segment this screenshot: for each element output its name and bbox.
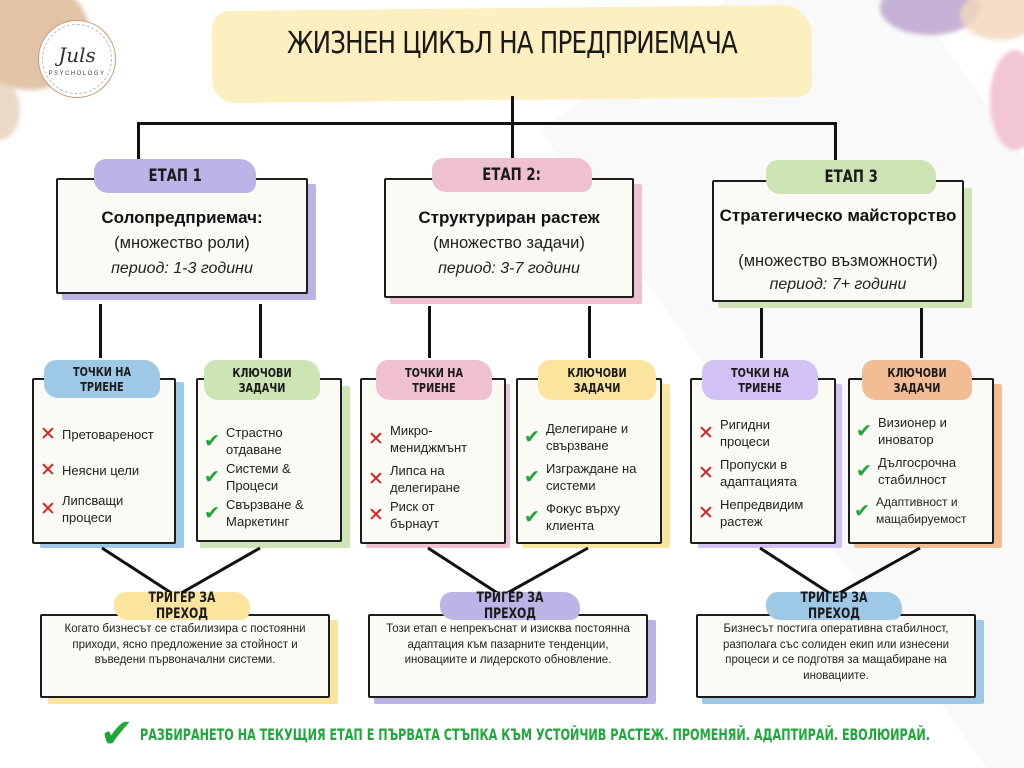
page-title: ЖИЗНЕН ЦИКЪЛ НА ПРЕДПРИЕМАЧА	[286, 26, 738, 61]
s3-task-item: ✔Визионер и иноватор	[854, 414, 964, 448]
s3-friction-item: ✕Пропуски в адаптацията	[696, 456, 826, 490]
s2-friction-item: ✕Риск от бърнаут	[366, 498, 466, 532]
stage-2-name: Структуриран растеж	[418, 208, 600, 227]
stage-1-card: Солопредприемач: (множество роли) период…	[56, 178, 308, 294]
stage-1-name: Солопредприемач:	[101, 208, 263, 227]
stage-1-subtitle: (множество роли)	[114, 234, 250, 252]
trigger-1-card: Когато бизнесът се стабилизира с постоян…	[40, 614, 330, 698]
s1-tasks-tab: КЛЮЧОВИ ЗАДАЧИ	[204, 360, 320, 400]
cross-icon: ✕	[40, 498, 56, 520]
s1-friction-item: ✕Липсващи процеси	[38, 492, 148, 526]
s1-task-item: ✔Свързване & Маркетинг	[202, 496, 312, 530]
s3-friction-item: ✕Ригидни процеси	[696, 416, 806, 450]
check-icon: ✔	[204, 430, 220, 452]
cross-icon: ✕	[698, 502, 714, 524]
trigger-1-tab: ТРИГЕР ЗА ПРЕХОД	[114, 590, 250, 622]
connector-stage-3	[834, 122, 837, 162]
cross-icon: ✕	[368, 504, 384, 526]
s3-friction-card: ✕Ригидни процеси ✕Пропуски в адаптацията…	[690, 378, 836, 544]
s2-task-item: ✔Делегиране и свързване	[522, 420, 642, 454]
trigger-1-text: Когато бизнесът се стабилизира с постоян…	[64, 623, 306, 666]
trigger-2-card: Този етап е непрекъснат и изисква постоя…	[368, 614, 648, 698]
watercolor-blob-peach	[960, 0, 1024, 40]
brand-logo: Juls PSYCHOLOGY	[38, 20, 116, 98]
stage-1-label: ЕТАП 1	[148, 166, 202, 186]
s3-task-item: ✔Адаптивност и мащабируемост	[852, 494, 992, 528]
connector-s2-friction	[428, 306, 431, 358]
check-icon: ✔	[204, 466, 220, 488]
cross-icon: ✕	[40, 424, 56, 445]
trigger-3-text: Бизнесът постига оперативна стабилност, …	[722, 623, 950, 682]
s1-friction-card: ✕Претовареност ✕Неясни цели ✕Липсващи пр…	[32, 378, 176, 544]
s2-task-item: ✔Фокус върху клиента	[522, 500, 648, 534]
check-icon: ✔	[524, 506, 540, 528]
stage-1-tab: ЕТАП 1	[94, 159, 256, 193]
s3-tasks-tab: КЛЮЧОВИ ЗАДАЧИ	[862, 360, 972, 400]
footer-banner: ✔ РАЗБИРАНЕТО НА ТЕКУЩИЯ ЕТАП Е ПЪРВАТА …	[100, 714, 1024, 754]
s1-friction-item: ✕Неясни цели	[38, 460, 174, 481]
connector-stage-1	[137, 122, 140, 160]
s2-friction-tab: ТОЧКИ НА ТРИЕНЕ	[376, 360, 492, 400]
watercolor-blob-tan	[0, 80, 20, 140]
stage-3-tab: ЕТАП 3	[766, 160, 936, 194]
check-icon: ✔	[100, 712, 134, 756]
s1-task-item: ✔Системи & Процеси	[202, 460, 312, 494]
s2-task-item: ✔Изграждане на системи	[522, 460, 648, 494]
cross-icon: ✕	[698, 462, 714, 484]
s2-friction-item: ✕Липса на делегиране	[366, 462, 476, 496]
s1-tasks-card: ✔Страстно отдаване ✔Системи & Процеси ✔С…	[196, 378, 342, 542]
stage-2-label: ЕТАП 2:	[482, 165, 542, 185]
check-icon: ✔	[524, 426, 540, 448]
check-icon: ✔	[856, 460, 872, 482]
connector-s3-friction	[760, 308, 763, 358]
s3-task-item: ✔Дългосрочна стабилност	[854, 454, 984, 488]
check-icon: ✔	[854, 500, 870, 522]
stage-2-subtitle: (множество задачи)	[433, 234, 585, 252]
s1-friction-item: ✕Претовареност	[38, 424, 174, 445]
s3-friction-item: ✕Непредвидим растеж	[696, 496, 816, 530]
connector-s3-tasks	[920, 308, 923, 358]
check-icon: ✔	[204, 502, 220, 524]
stage-3-period: период: 7+ години	[769, 276, 907, 293]
check-icon: ✔	[524, 466, 540, 488]
s1-task-item: ✔Страстно отдаване	[202, 424, 302, 458]
s1-friction-tab: ТОЧКИ НА ТРИЕНЕ	[44, 360, 160, 398]
watercolor-blob-pink	[990, 50, 1024, 150]
footer-text: РАЗБИРАНЕТО НА ТЕКУЩИЯ ЕТАП Е ПЪРВАТА СТ…	[139, 724, 930, 744]
cross-icon: ✕	[40, 460, 56, 481]
trigger-2-tab: ТРИГЕР ЗА ПРЕХОД	[440, 590, 580, 622]
cross-icon: ✕	[368, 468, 384, 490]
s3-tasks-card: ✔Визионер и иноватор ✔Дългосрочна стабил…	[848, 378, 994, 544]
stage-2-period: период: 3-7 години	[438, 260, 580, 277]
connector-s1-tasks	[259, 304, 262, 358]
s2-tasks-tab: КЛЮЧОВИ ЗАДАЧИ	[538, 360, 656, 400]
s2-friction-item: ✕Микро-мениджмънт	[366, 422, 470, 456]
stage-2-tab: ЕТАП 2:	[432, 158, 592, 192]
connector-s1-friction	[99, 304, 102, 358]
stage-2-card: Структуриран растеж (множество задачи) п…	[384, 178, 634, 298]
connector-title-stem	[511, 96, 514, 162]
trigger-3-card: Бизнесът постига оперативна стабилност, …	[696, 614, 976, 698]
s2-tasks-card: ✔Делегиране и свързване ✔Изграждане на с…	[516, 378, 662, 544]
logo-ring	[42, 24, 112, 94]
stage-1-period: период: 1-3 години	[111, 260, 253, 277]
stage-3-name: Стратегическо майсторство	[719, 206, 957, 225]
cross-icon: ✕	[698, 422, 714, 444]
connector-horizontal	[137, 122, 837, 125]
cross-icon: ✕	[368, 428, 384, 450]
s2-friction-card: ✕Микро-мениджмънт ✕Липса на делегиране ✕…	[360, 378, 506, 544]
connector-s2-tasks	[588, 306, 591, 358]
stage-3-card: Стратегическо майсторство (множество въз…	[712, 180, 964, 302]
stage-3-label: ЕТАП 3	[824, 167, 878, 187]
trigger-2-text: Този етап е непрекъснат и изисква постоя…	[386, 623, 630, 666]
stage-3-subtitle: (множество възможности)	[738, 252, 938, 270]
check-icon: ✔	[856, 420, 872, 442]
s3-friction-tab: ТОЧКИ НА ТРИЕНЕ	[702, 360, 818, 400]
trigger-3-tab: ТРИГЕР ЗА ПРЕХОД	[766, 590, 902, 622]
